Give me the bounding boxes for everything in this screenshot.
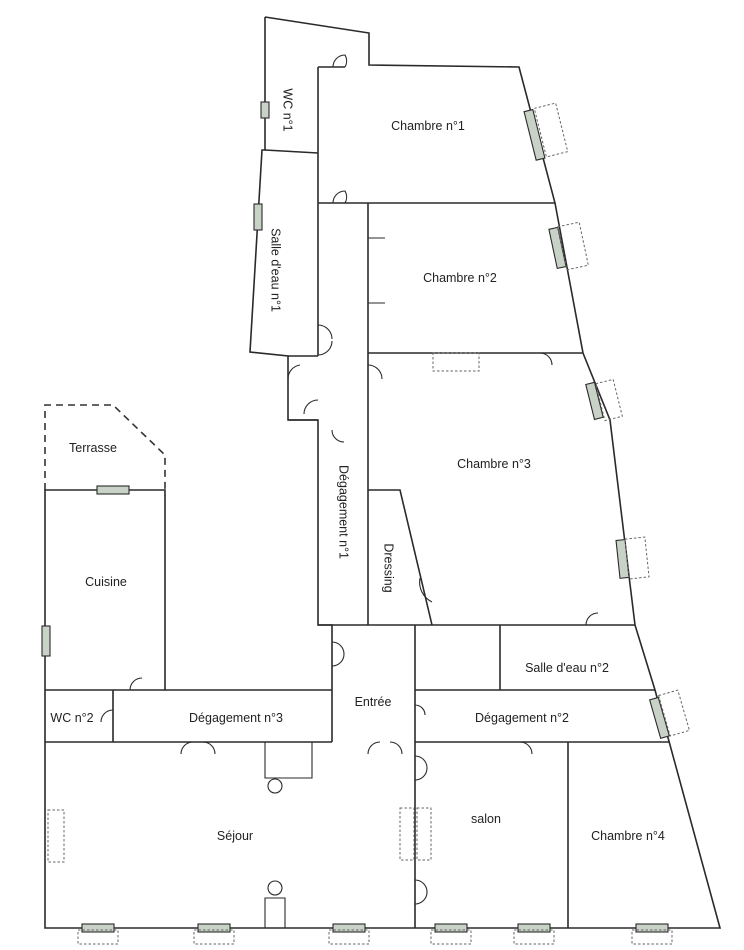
label-salon: salon: [471, 812, 501, 826]
label-cuisine: Cuisine: [85, 575, 127, 589]
label-chambre3: Chambre n°3: [457, 457, 531, 471]
label-wc1: WC n°1: [281, 88, 295, 131]
interior-walls: [45, 66, 670, 928]
windows: [41, 101, 670, 933]
label-entree: Entrée: [355, 695, 392, 709]
label-degagement3: Dégagement n°3: [189, 711, 283, 725]
label-dressing: Dressing: [382, 543, 396, 592]
radiators: [47, 102, 691, 945]
room-labels: WC n°1 Chambre n°1 Salle d'eau n°1 Chamb…: [50, 88, 665, 843]
label-terrasse: Terrasse: [69, 441, 117, 455]
label-degagement2: Dégagement n°2: [475, 711, 569, 725]
label-wc2: WC n°2: [50, 711, 93, 725]
label-sejour: Séjour: [217, 829, 253, 843]
outer-walls: [44, 16, 722, 929]
label-chambre1: Chambre n°1: [391, 119, 465, 133]
label-chambre2: Chambre n°2: [423, 271, 497, 285]
label-degagement1: Dégagement n°1: [337, 465, 351, 559]
label-chambre4: Chambre n°4: [591, 829, 665, 843]
label-salle-eau2: Salle d'eau n°2: [525, 661, 609, 675]
door-swings: [100, 54, 599, 905]
label-salle-eau1: Salle d'eau n°1: [269, 228, 283, 312]
